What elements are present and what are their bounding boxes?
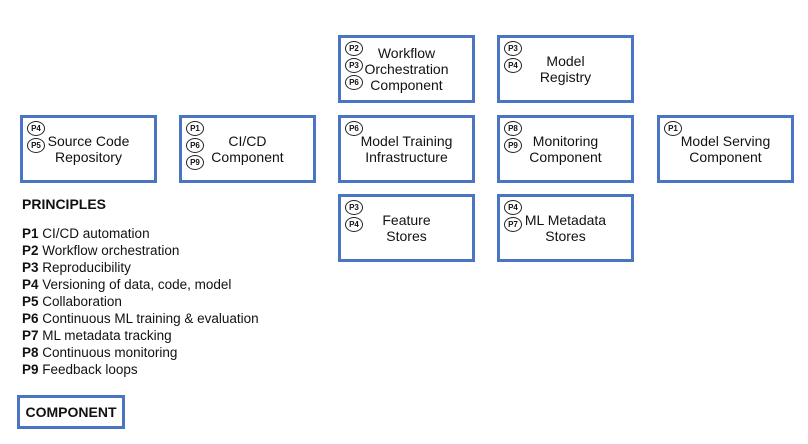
principle-badge: P9 bbox=[186, 155, 204, 170]
principle-badge: P1 bbox=[186, 121, 204, 136]
principle-badge: P4 bbox=[27, 121, 45, 136]
principle-badge: P8 bbox=[504, 121, 522, 136]
principle-text: Continuous ML training & evaluation bbox=[42, 311, 259, 326]
component-label: ML Metadata Stores bbox=[524, 212, 607, 244]
principle-item: P7 ML metadata tracking bbox=[22, 327, 259, 344]
principle-code: P8 bbox=[22, 345, 39, 360]
principle-badge: P3 bbox=[345, 58, 363, 73]
principle-text: Versioning of data, code, model bbox=[42, 277, 232, 292]
principle-text: Reproducibility bbox=[42, 260, 131, 275]
principle-text: ML metadata tracking bbox=[42, 328, 172, 343]
component-label: CI/CD Component bbox=[211, 133, 284, 165]
component-label: Workflow Orchestration Component bbox=[364, 45, 449, 93]
principle-code: P6 bbox=[22, 311, 39, 326]
principle-badges: P1 bbox=[664, 121, 682, 136]
principle-text: Feedback loops bbox=[42, 362, 138, 377]
principle-text: CI/CD automation bbox=[42, 226, 150, 241]
principle-badge: P4 bbox=[345, 217, 363, 232]
principle-badge: P4 bbox=[504, 58, 522, 73]
principle-item: P2 Workflow orchestration bbox=[22, 242, 259, 259]
principle-badge: P5 bbox=[27, 138, 45, 153]
component-label: Model Training Infrastructure bbox=[360, 133, 453, 165]
principle-item: P8 Continuous monitoring bbox=[22, 344, 259, 361]
component-label: Model Registry bbox=[539, 53, 592, 85]
principle-code: P3 bbox=[22, 260, 39, 275]
principle-code: P5 bbox=[22, 294, 39, 309]
principle-item: P9 Feedback loops bbox=[22, 361, 259, 378]
principle-badge: P6 bbox=[186, 138, 204, 153]
principle-code: P2 bbox=[22, 243, 39, 258]
principle-item: P1 CI/CD automation bbox=[22, 225, 259, 242]
principle-text: Workflow orchestration bbox=[42, 243, 180, 258]
component-label: Model Serving Component bbox=[680, 133, 771, 165]
principle-code: P4 bbox=[22, 277, 39, 292]
principle-text: Collaboration bbox=[42, 294, 122, 309]
principle-badge: P2 bbox=[345, 41, 363, 56]
component-label: Source Code Repository bbox=[47, 133, 130, 165]
component-label: Monitoring Component bbox=[529, 133, 602, 165]
principle-badge: P3 bbox=[345, 200, 363, 215]
principle-badge: P3 bbox=[504, 41, 522, 56]
principle-badge: P6 bbox=[345, 121, 363, 136]
principle-badge: P6 bbox=[345, 75, 363, 90]
principle-code: P1 bbox=[22, 226, 39, 241]
principle-item: P4 Versioning of data, code, model bbox=[22, 276, 259, 293]
principle-item: P6 Continuous ML training & evaluation bbox=[22, 310, 259, 327]
legend-title: PRINCIPLES bbox=[22, 196, 107, 212]
component-label: Feature Stores bbox=[382, 212, 431, 244]
principle-item: P5 Collaboration bbox=[22, 293, 259, 310]
principle-badge: P7 bbox=[504, 217, 522, 232]
principle-badges: P6 bbox=[345, 121, 363, 136]
principle-badge: P1 bbox=[664, 121, 682, 136]
principle-item: P3 Reproducibility bbox=[22, 259, 259, 276]
principle-badge: P9 bbox=[504, 138, 522, 153]
principle-text: Continuous monitoring bbox=[42, 345, 178, 360]
component-key: COMPONENT bbox=[17, 395, 125, 429]
principle-code: P9 bbox=[22, 362, 39, 377]
principle-badge: P4 bbox=[504, 200, 522, 215]
principle-code: P7 bbox=[22, 328, 39, 343]
